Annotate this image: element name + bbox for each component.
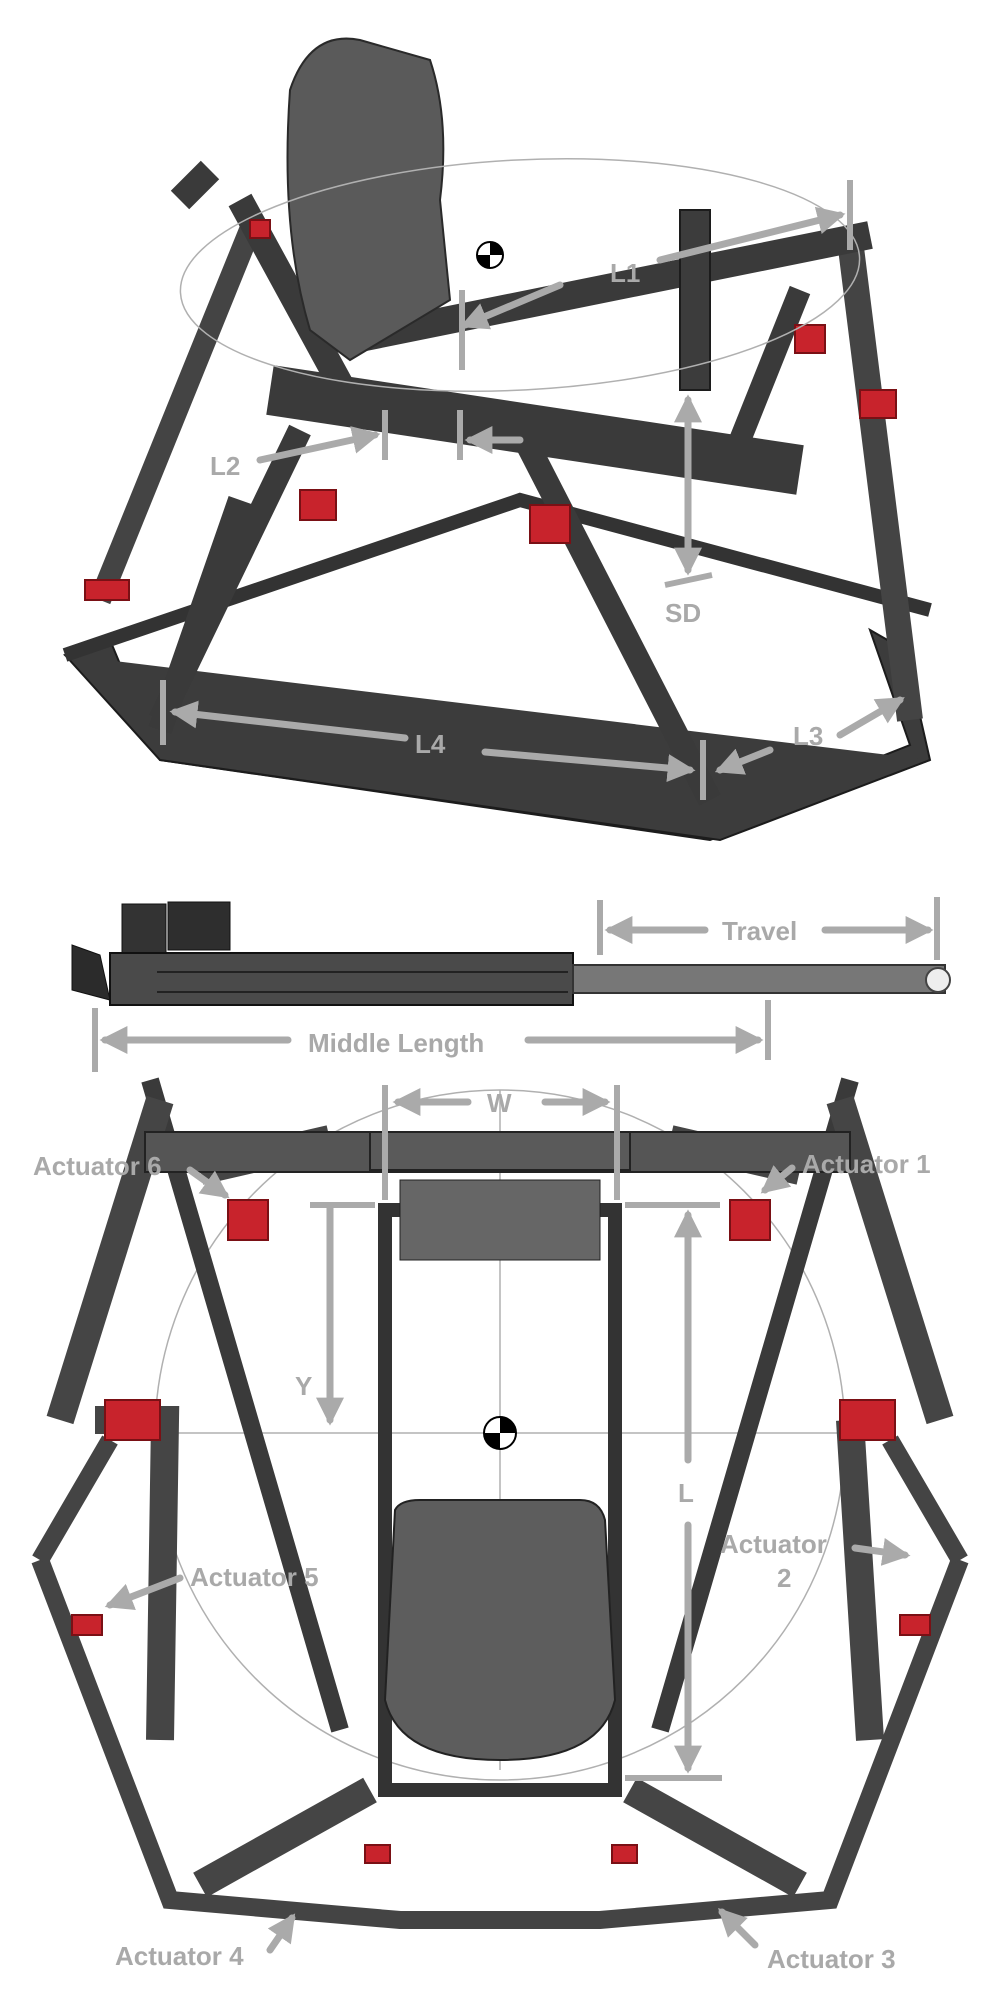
seat: [383, 1499, 617, 1762]
l4-label: L4: [415, 729, 446, 759]
actuator-2-body: [836, 1419, 884, 1741]
seat: [286, 37, 452, 362]
motion-envelope-ellipse: [179, 158, 861, 392]
actuator-leg-5: [89, 225, 261, 605]
actuator-motor: [84, 579, 130, 601]
actuator-5-pointer: [104, 1574, 184, 1611]
actuator-bracket: [529, 504, 571, 544]
actuator-2-label-line1: Actuator: [720, 1529, 827, 1559]
actuator-bracket: [249, 219, 271, 239]
base-hexagon-sides: [32, 1435, 968, 1565]
isometric-rig-view: L1 L2 SD L3 L4: [62, 37, 932, 842]
plan-view: W Y L Actuator 6 Actuator 1 Actuator 5 A…: [31, 1077, 969, 1974]
l3-arrow-left: [714, 746, 774, 775]
actuator-1-pointer: [760, 1164, 796, 1194]
actuator-motor: [121, 903, 167, 957]
actuator-1-label: Actuator 1: [802, 1149, 931, 1179]
actuator-rod: [572, 964, 946, 994]
platform-front-rail: [347, 221, 873, 354]
rod-end-eye: [925, 967, 951, 993]
actuator-6-lower: [46, 1095, 174, 1425]
l2-arrow: [256, 426, 381, 464]
actuator-bracket: [227, 1199, 269, 1241]
actuator-leg-3: [509, 424, 721, 806]
actuator-5-label: Actuator 5: [190, 1562, 319, 1592]
w-label: W: [487, 1088, 512, 1118]
actuator-rear-clevis: [71, 944, 111, 1001]
actuator-motor: [167, 901, 231, 951]
l1-label: L1: [610, 258, 640, 288]
actuator-side-view: Travel Middle Length: [71, 897, 951, 1072]
actuator-3-pointer: [718, 1908, 759, 1949]
diagonal-legs: [141, 1077, 859, 1733]
travel-label: Travel: [722, 916, 797, 946]
l1-arrow-right: [656, 206, 846, 264]
actuator-2-pointer: [851, 1538, 911, 1566]
actuator-1-lower: [826, 1095, 954, 1425]
actuator-bracket: [364, 1844, 391, 1864]
sd-label: SD: [665, 598, 701, 628]
base-hexagon: [31, 1556, 969, 1929]
wheel-mount: [679, 209, 711, 391]
middle-length-label: Middle Length: [308, 1028, 484, 1058]
actuator-bracket: [794, 324, 826, 354]
l4-arrow-left: [169, 700, 409, 742]
l3-label: L3: [793, 721, 823, 751]
l2-label: L2: [210, 451, 240, 481]
actuator-bracket: [611, 1844, 638, 1864]
pedal-plate: [399, 1179, 601, 1261]
actuator-bracket: [299, 489, 337, 521]
actuator-2-label-line2: 2: [777, 1563, 791, 1593]
actuator-4-label: Actuator 4: [115, 1941, 244, 1971]
actuator-6-label: Actuator 6: [33, 1151, 162, 1181]
actuator-6-pointer: [186, 1166, 230, 1199]
actuator-leg-4: [148, 424, 311, 734]
actuator-leg-2: [837, 238, 923, 722]
y-label: Y: [295, 1371, 312, 1401]
actuator-body: [109, 952, 574, 1006]
actuator-bracket: [859, 389, 897, 419]
center-of-gravity-icon: [483, 1416, 517, 1450]
actuator-bracket: [104, 1399, 161, 1441]
l-label: L: [678, 1478, 694, 1508]
platform-top-rail: [369, 1131, 631, 1171]
platform-cross-member: [266, 365, 804, 495]
center-of-gravity-icon: [476, 241, 504, 269]
actuator-5-body: [95, 1406, 180, 1741]
l3-arrow: [836, 696, 905, 739]
actuator-bracket: [71, 1614, 103, 1636]
actuator-4-pointer: [266, 1913, 296, 1954]
actuator-bracket: [899, 1614, 931, 1636]
sd-tick: [664, 572, 713, 588]
actuator-bracket: [729, 1199, 771, 1241]
l4-arrow-right: [481, 748, 696, 782]
bottom-actuators: [193, 1777, 807, 1898]
actuator-3-label: Actuator 3: [767, 1944, 896, 1974]
actuator-leg-1: [729, 285, 811, 445]
actuator-bracket: [839, 1399, 896, 1441]
l1-arrow-left: [459, 281, 564, 330]
